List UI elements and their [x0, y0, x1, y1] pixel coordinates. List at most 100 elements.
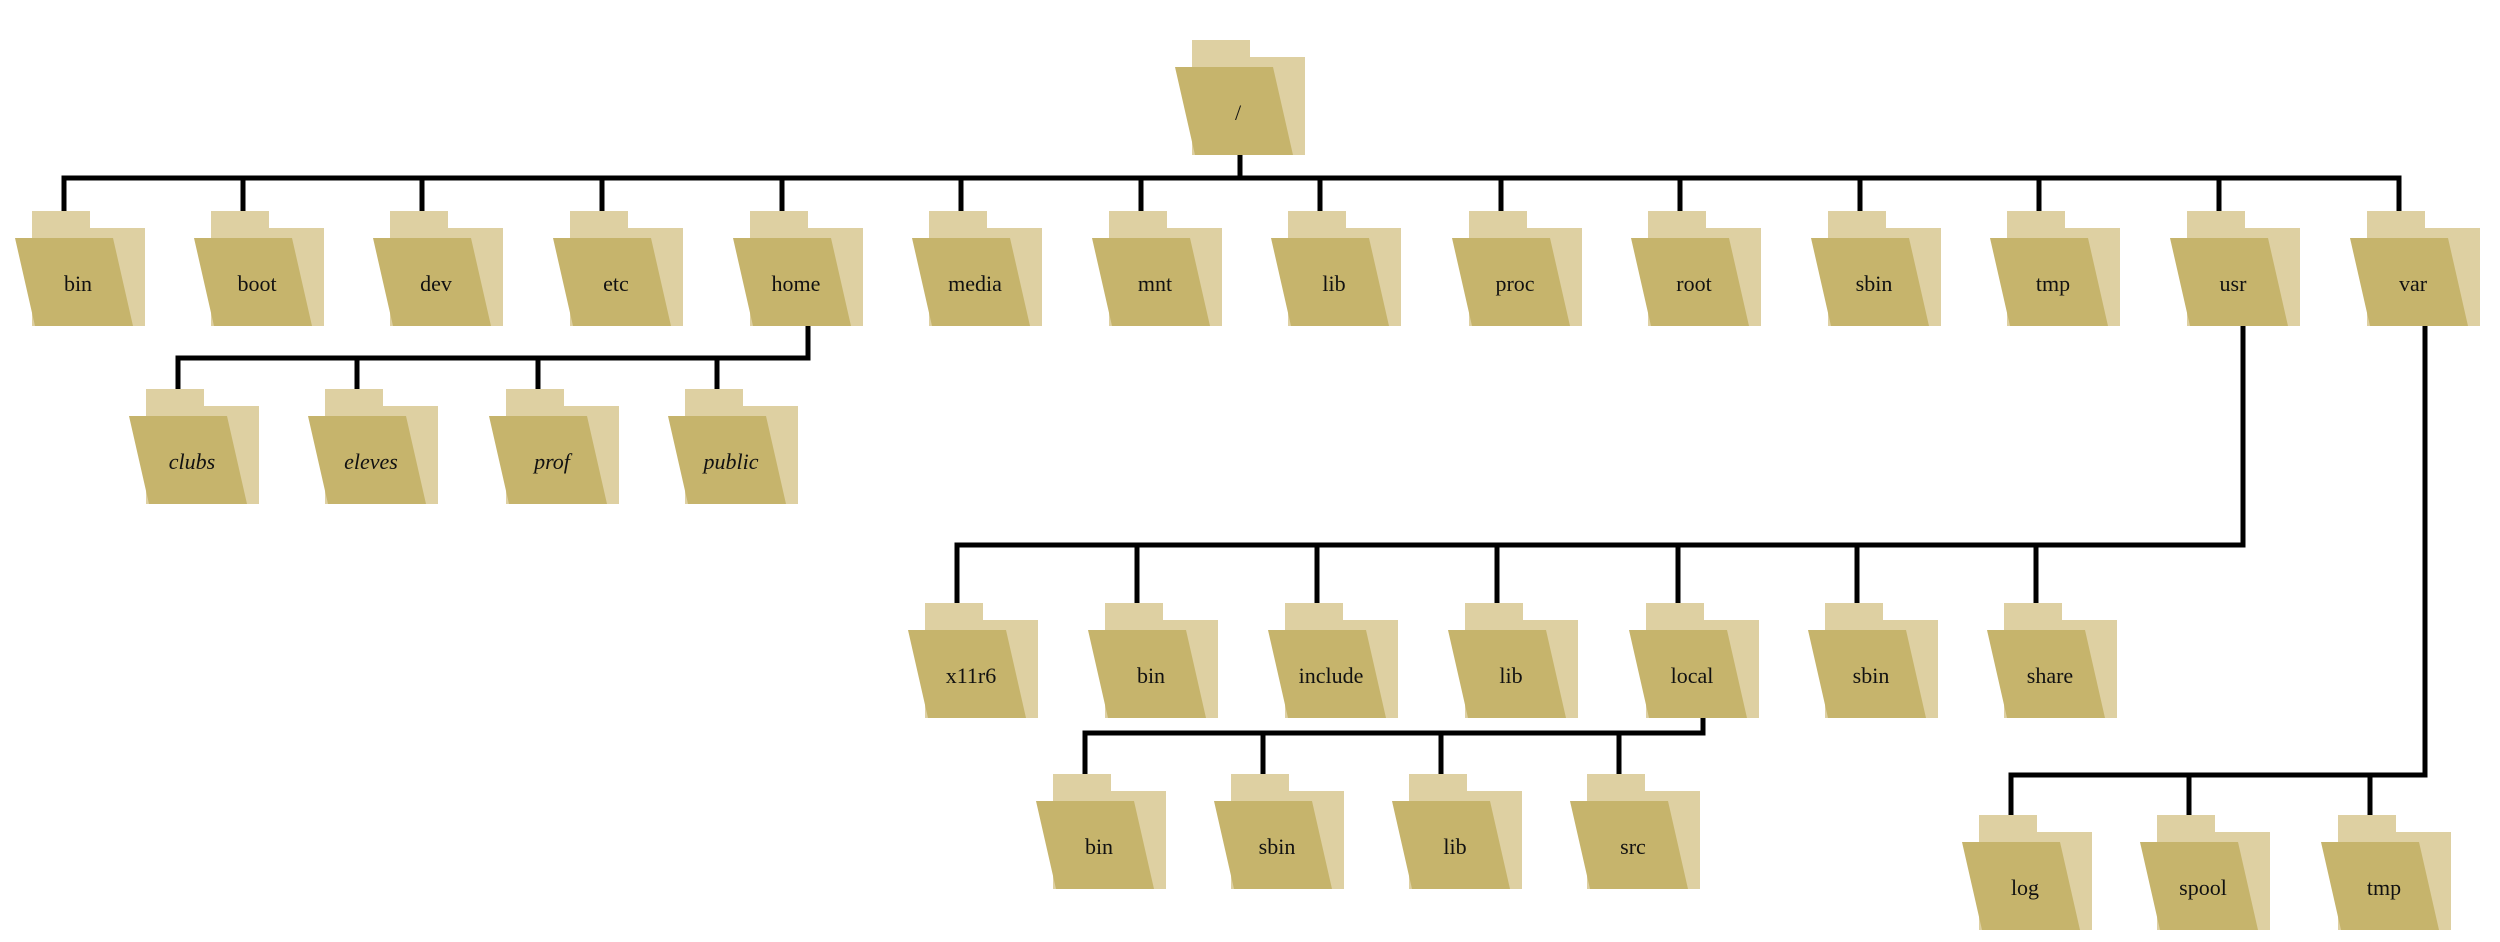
folder-node-dev[interactable]: dev [373, 211, 503, 326]
folder-node-lib[interactable]: lib [1392, 774, 1522, 889]
folder-label: tmp [2036, 271, 2070, 296]
folder-icon [1448, 603, 1578, 718]
folder-icon [15, 211, 145, 326]
folder-icon [1452, 211, 1582, 326]
folder-node-bin[interactable]: bin [1088, 603, 1218, 718]
folder-label: lib [1499, 663, 1522, 688]
folder-node-local[interactable]: local [1629, 603, 1759, 718]
folder-label: lib [1322, 271, 1345, 296]
folder-label: log [2011, 875, 2039, 900]
folder-label: var [2399, 271, 2428, 296]
folder-node-src[interactable]: src [1570, 774, 1700, 889]
folder-icon [1808, 603, 1938, 718]
folder-node-sbin[interactable]: sbin [1811, 211, 1941, 326]
folder-icon [1392, 774, 1522, 889]
folder-icon [1629, 603, 1759, 718]
folder-label: sbin [1259, 834, 1296, 859]
folder-label: lib [1443, 834, 1466, 859]
folder-icon [1175, 40, 1305, 155]
folder-node-bin[interactable]: bin [15, 211, 145, 326]
folder-label: eleves [344, 449, 398, 474]
folder-label: sbin [1853, 663, 1890, 688]
folder-label: include [1299, 663, 1364, 688]
tree-nodes: / bin boot dev etc home media mnt lib proc root sbi… [15, 40, 2480, 930]
folder-label: media [948, 271, 1002, 296]
folder-icon [1092, 211, 1222, 326]
folder-label: tmp [2367, 875, 2401, 900]
folder-node-x11r6[interactable]: x11r6 [908, 603, 1038, 718]
folder-node-eleves[interactable]: eleves [308, 389, 438, 504]
folder-icon [1987, 603, 2117, 718]
folder-icon [1811, 211, 1941, 326]
folder-icon [2140, 815, 2270, 930]
folder-icon [1631, 211, 1761, 326]
folder-label: clubs [169, 449, 215, 474]
folder-node-sbin[interactable]: sbin [1214, 774, 1344, 889]
folder-label: local [1671, 663, 1714, 688]
folder-node-tmp[interactable]: tmp [2321, 815, 2451, 930]
folder-node-spool[interactable]: spool [2140, 815, 2270, 930]
folder-label: spool [2179, 875, 2227, 900]
folder-label: sbin [1856, 271, 1893, 296]
folder-node-etc[interactable]: etc [553, 211, 683, 326]
folder-label: mnt [1138, 271, 1172, 296]
folder-label: src [1620, 834, 1646, 859]
folder-icon [2170, 211, 2300, 326]
folder-label: proc [1495, 271, 1534, 296]
folder-icon [129, 389, 259, 504]
folder-icon [733, 211, 863, 326]
folder-icon [668, 389, 798, 504]
tree-connectors [61, 145, 2428, 840]
folder-node-tmp[interactable]: tmp [1990, 211, 2120, 326]
folder-icon [1268, 603, 1398, 718]
folder-label: boot [237, 271, 276, 296]
folder-node-public[interactable]: public [668, 389, 798, 504]
folder-label: bin [1085, 834, 1113, 859]
folder-label: public [702, 449, 759, 474]
folder-node-bin[interactable]: bin [1036, 774, 1166, 889]
folder-label: bin [1137, 663, 1165, 688]
folder-label: x11r6 [946, 663, 997, 688]
folder-label: usr [2220, 271, 2248, 296]
folder-node-sbin[interactable]: sbin [1808, 603, 1938, 718]
folder-icon [308, 389, 438, 504]
folder-icon [1570, 774, 1700, 889]
folder-label: home [772, 271, 821, 296]
folder-node-log[interactable]: log [1962, 815, 2092, 930]
folder-icon [1036, 774, 1166, 889]
folder-node-root[interactable]: / [1175, 40, 1305, 155]
folder-node-usr[interactable]: usr [2170, 211, 2300, 326]
folder-node-share[interactable]: share [1987, 603, 2117, 718]
folder-label: etc [603, 271, 629, 296]
folder-node-home[interactable]: home [733, 211, 863, 326]
folder-icon [1214, 774, 1344, 889]
folder-node-media[interactable]: media [912, 211, 1042, 326]
folder-node-include[interactable]: include [1268, 603, 1398, 718]
folder-node-prof[interactable]: prof [489, 389, 619, 504]
folder-label: / [1235, 100, 1242, 125]
folder-icon [2350, 211, 2480, 326]
folder-icon [373, 211, 503, 326]
folder-icon [912, 211, 1042, 326]
folder-icon [2321, 815, 2451, 930]
folder-node-var[interactable]: var [2350, 211, 2480, 326]
folder-icon [553, 211, 683, 326]
folder-node-mnt[interactable]: mnt [1092, 211, 1222, 326]
folder-icon [1962, 815, 2092, 930]
folder-icon [194, 211, 324, 326]
folder-label: dev [420, 271, 452, 296]
folder-icon [1088, 603, 1218, 718]
folder-node-lib[interactable]: lib [1271, 211, 1401, 326]
folder-label: share [2027, 663, 2073, 688]
folder-label: prof [532, 449, 573, 474]
folder-node-lib[interactable]: lib [1448, 603, 1578, 718]
folder-icon [1271, 211, 1401, 326]
folder-icon [908, 603, 1038, 718]
folder-node-boot[interactable]: boot [194, 211, 324, 326]
folder-label: root [1676, 271, 1711, 296]
folder-node-clubs[interactable]: clubs [129, 389, 259, 504]
folder-node-root[interactable]: root [1631, 211, 1761, 326]
folder-node-proc[interactable]: proc [1452, 211, 1582, 326]
folder-label: bin [64, 271, 92, 296]
